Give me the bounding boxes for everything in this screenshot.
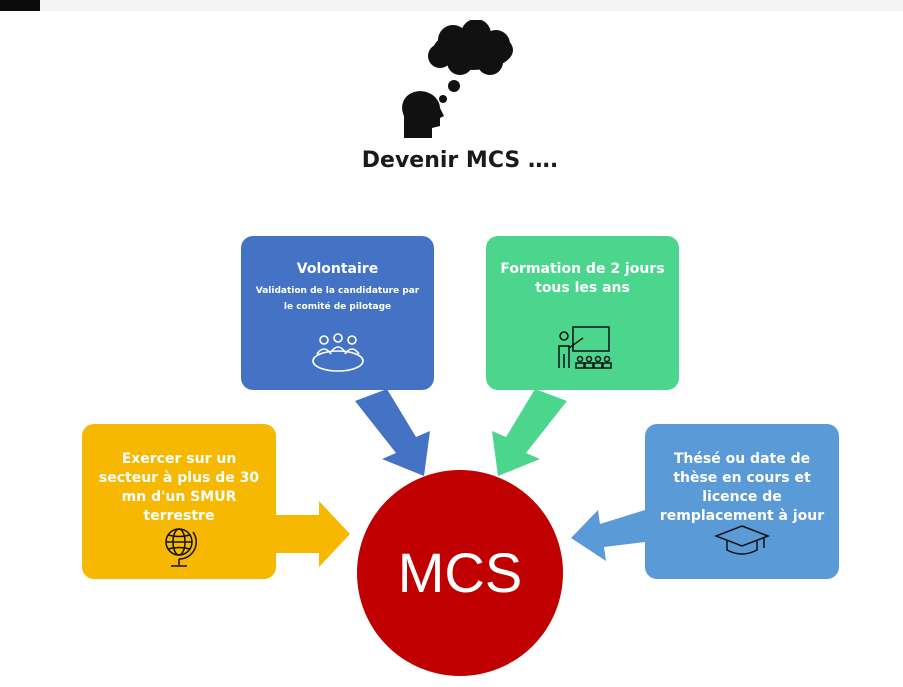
card-these-title: Thésé ou date de thèse en cours et licen… bbox=[659, 451, 825, 524]
top-bar bbox=[0, 0, 903, 11]
card-formation: Formation de 2 jours tous les ans bbox=[486, 236, 679, 390]
card-volontaire-subtitle: Validation de la candidature par le comi… bbox=[255, 286, 420, 312]
card-secteur: Exercer sur un secteur à plus de 30 mn d… bbox=[82, 424, 276, 579]
card-volontaire-title: Volontaire bbox=[296, 261, 379, 277]
card-formation-title: Formation de 2 jours tous les ans bbox=[500, 261, 665, 296]
arrow-secteur bbox=[276, 501, 350, 567]
card-secteur-title: Exercer sur un secteur à plus de 30 mn d… bbox=[98, 451, 260, 524]
graduation-cap-icon bbox=[714, 525, 770, 555]
thinking-head-icon bbox=[402, 20, 513, 138]
meeting-table-icon bbox=[311, 333, 364, 372]
teacher-board-icon bbox=[557, 326, 612, 369]
arrow-volontaire bbox=[355, 389, 430, 476]
card-these: Thésé ou date de thèse en cours et licen… bbox=[645, 424, 839, 579]
center-circle: MCS bbox=[357, 470, 563, 676]
window-corner bbox=[0, 0, 40, 11]
card-volontaire: Volontaire Validation de la candidature … bbox=[241, 236, 434, 390]
page-title: Devenir MCS …. bbox=[361, 148, 559, 173]
arrow-these bbox=[571, 510, 645, 561]
center-label: MCS bbox=[397, 541, 523, 604]
globe-icon bbox=[165, 528, 197, 567]
arrow-formation bbox=[492, 389, 567, 476]
